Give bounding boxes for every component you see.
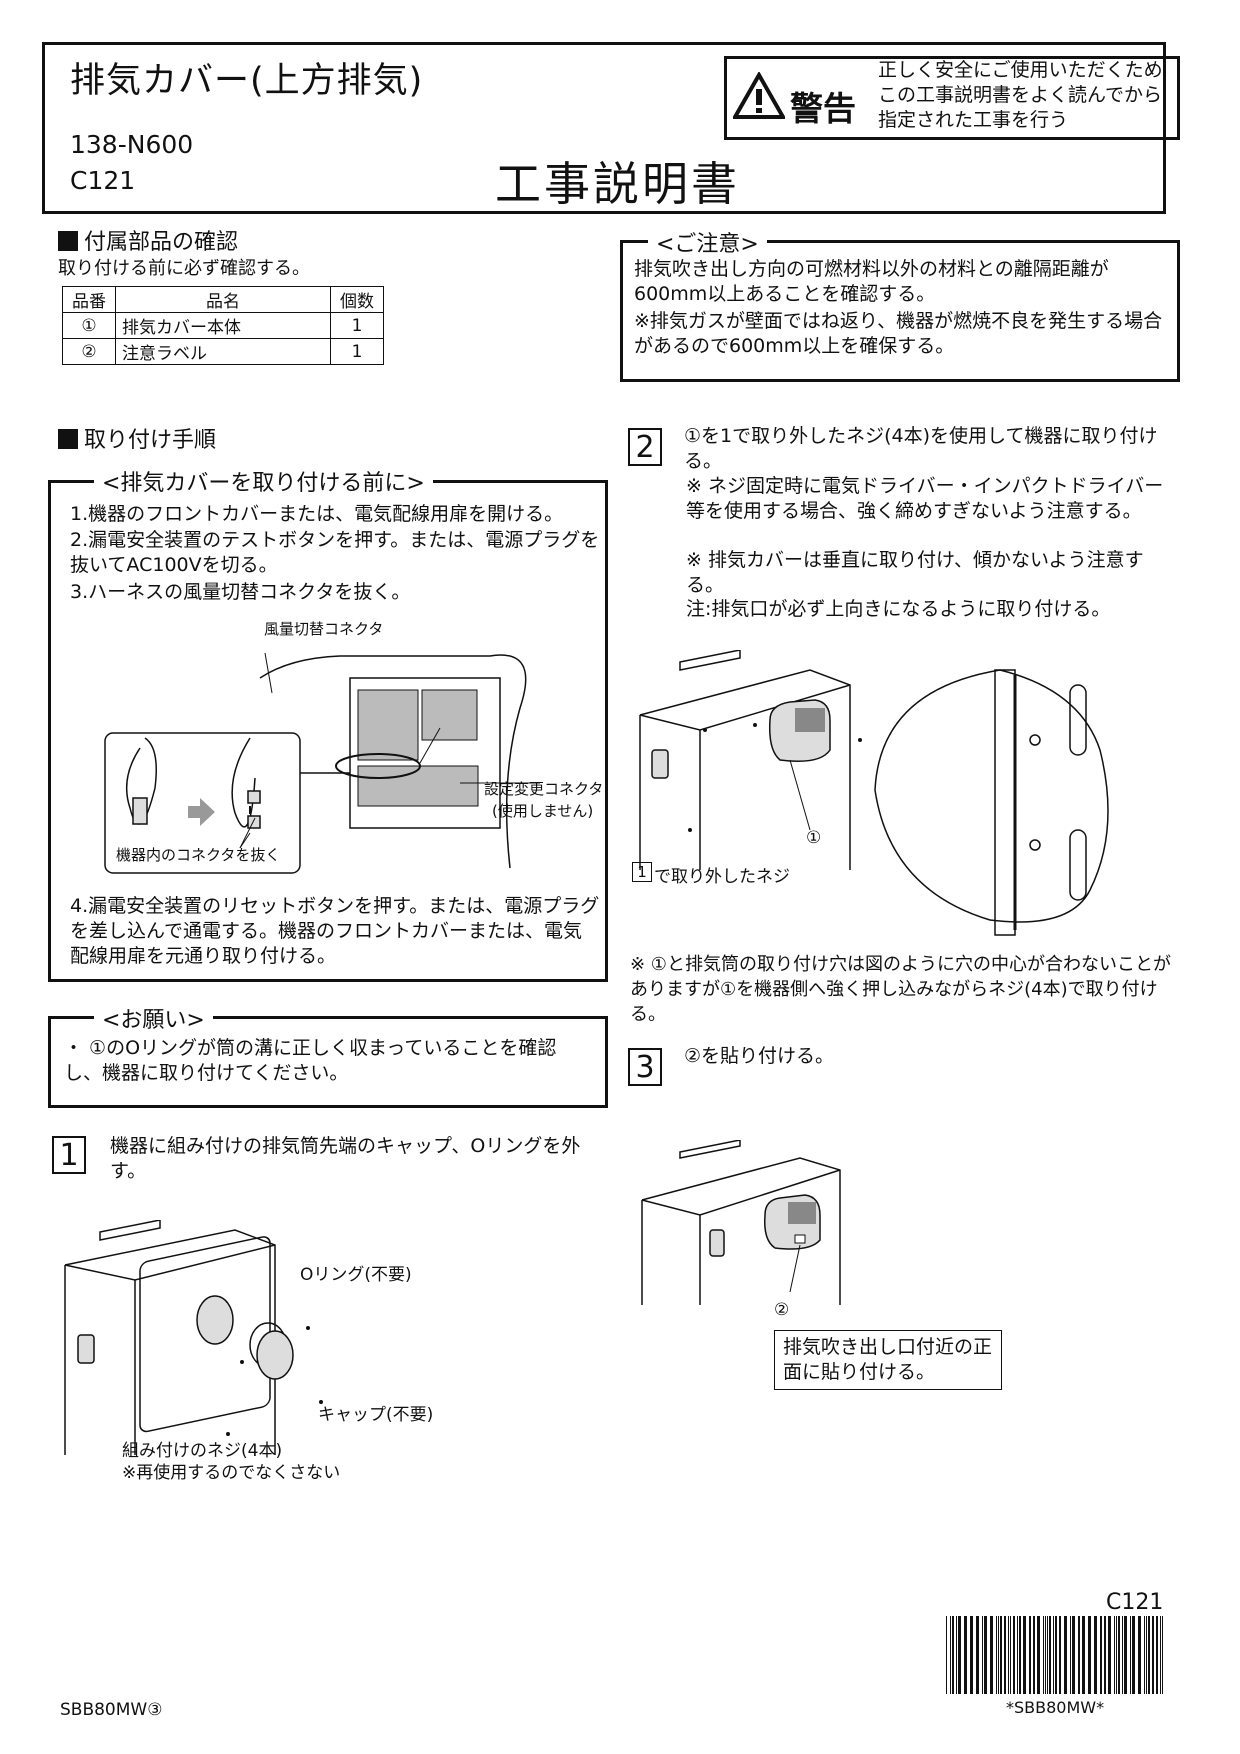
request-label: <お願い> (94, 1002, 213, 1034)
step-number: 3 (628, 1048, 662, 1086)
procedure-step-1: 1.機器のフロントカバーまたは、電気配線用扉を開ける。 (70, 503, 564, 525)
caution-label: <ご注意> (648, 226, 767, 258)
doc-code: C121 (70, 166, 136, 195)
warning-text: 正しく安全にご使用いただくためこの工事説明書をよく読んでから指定された工事を行う (878, 59, 1163, 131)
step3-text: ②を貼り付ける。 (684, 1045, 835, 1067)
footer-code: SBB80MW③ (60, 1700, 163, 1720)
table-row: ② 注意ラベル 1 (62, 338, 384, 365)
fig-screw-num: 1 (632, 862, 652, 882)
caution-text-2: ※排気ガスが壁面ではね返り、機器が燃焼不良を発生する場合があるので600mm以上… (634, 310, 1163, 357)
screws-note: ※再使用するのでなくさない (122, 1463, 341, 1483)
request-text: ・ ①のOリングが筒の溝に正しく収まっていることを確認し、機器に取り付けてくださ… (64, 1037, 557, 1084)
bullet-square-icon (58, 231, 78, 251)
step3-figure (641, 1140, 841, 1305)
step2-bottom-note: ※ ①と排気筒の取り付け穴は図のように穴の中心が合わないことがありますが①を機器… (630, 954, 1171, 1025)
table-cell: ① (62, 312, 116, 339)
warning-box (724, 56, 1180, 140)
procedure-step-3: 3.ハーネスの風量切替コネクタを抜く。 (70, 581, 411, 603)
parts-note: 取り付ける前に必ず確認する。 (58, 258, 310, 279)
step3-callout: 排気吹き出し口付近の正面に貼り付ける。 (774, 1330, 1002, 1390)
fig-setting-label: 設定変更コネクタ (484, 780, 604, 798)
caution-text-1: 排気吹き出し方向の可燃材料以外の材料との離隔距離が600mm以上あることを確認す… (634, 258, 1109, 305)
cap-label: キャップ(不要) (318, 1405, 434, 1425)
warning-triangle-icon (733, 72, 785, 119)
caution-box (620, 240, 1180, 382)
barcode-text: *SBB80MW* (1006, 1698, 1105, 1717)
fig-pull-label: 機器内のコネクタを抜く (116, 846, 281, 864)
table-header-row: 品番 品名 個数 (62, 286, 384, 313)
step1-text: 機器に組み付けの排気筒先端のキャップ、Oリングを外す。 (110, 1135, 581, 1182)
barcode-code: C121 (1106, 1590, 1164, 1615)
manual-title: 工事説明書 (495, 157, 740, 211)
before-install-label: <排気カバーを取り付ける前に> (94, 465, 433, 497)
step2-text: ①を1で取り外したネジ(4本)を使用して機器に取り付ける。 (684, 425, 1158, 472)
header-frame (42, 42, 1166, 214)
table-cell: 1 (330, 338, 384, 365)
procedure-step-2: 2.漏電安全装置のテストボタンを押す。または、電源プラグを抜いてAC100Vを切… (70, 529, 600, 576)
step2-note-3: 注:排気口が必ず上向きになるように取り付ける。 (686, 598, 1111, 620)
column-header: 品名 (115, 286, 331, 313)
barcode-icon (946, 1616, 1163, 1694)
parts-heading: 付属部品の確認 (58, 224, 238, 256)
table-cell: ② (62, 338, 116, 365)
step1-figure (64, 1220, 323, 1455)
step-number: 1 (52, 1136, 86, 1174)
bullet-square-icon (58, 429, 78, 449)
warning-word: 警告 (790, 89, 856, 128)
doc-title: 排気カバー(上方排気) (70, 61, 424, 101)
procedure-step-4: 4.漏電安全装置のリセットボタンを押す。または、電源プラグを差し込んで通電する。… (70, 895, 600, 967)
procedure-heading: 取り付け手順 (58, 422, 216, 454)
fig-setting-note: (使用しません) (492, 802, 594, 820)
oring-label: Oリング(不要) (300, 1265, 412, 1285)
model-number: 138-N600 (70, 130, 194, 159)
column-header: 個数 (330, 286, 384, 313)
fig-label-label: ② (774, 1300, 790, 1320)
table-row: ① 排気カバー本体 1 (62, 312, 384, 339)
step2-figure (639, 650, 1109, 936)
step2-note-2: ※ 排気カバーは垂直に取り付け、傾かないよう注意する。 (686, 549, 1144, 596)
table-cell: 1 (330, 312, 384, 339)
table-cell: 注意ラベル (115, 338, 331, 365)
step-number: 2 (628, 428, 662, 466)
request-box (48, 1016, 608, 1108)
connector-figure (104, 652, 540, 874)
screws-label: 組み付けのネジ(4本) (122, 1441, 283, 1461)
fig-connector-label: 風量切替コネクタ (264, 620, 384, 638)
fig-cover-label: ① (806, 828, 822, 848)
fig-screw-label: で取り外したネジ (654, 867, 790, 887)
parts-table: 品番 品名 個数 ① 排気カバー本体 1 ② 注意ラベル 1 (62, 286, 384, 365)
table-cell: 排気カバー本体 (115, 312, 331, 339)
column-header: 品番 (62, 286, 116, 313)
step2-note-1: ※ ネジ固定時に電気ドライバー・インパクトドライバー等を使用する場合、強く締めす… (686, 475, 1164, 522)
